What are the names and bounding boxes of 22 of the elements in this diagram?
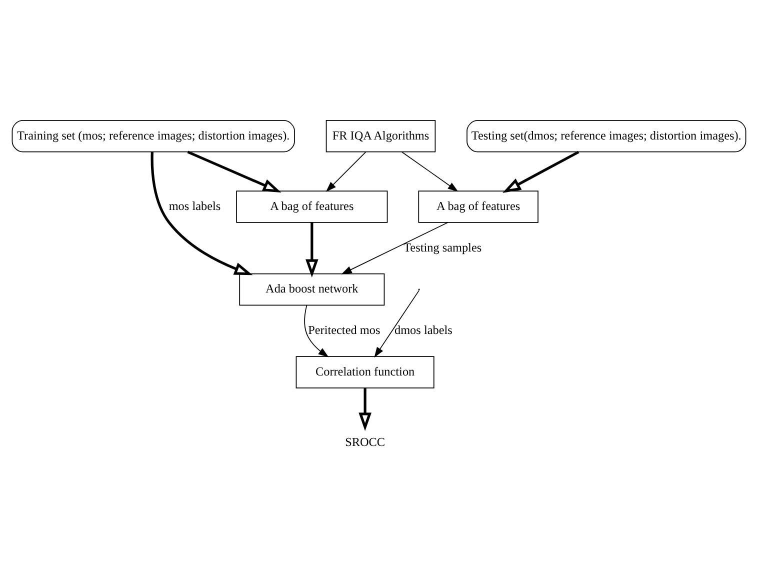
arrow — [304, 304, 329, 357]
arrow — [358, 388, 372, 431]
node-box: A bag of features — [236, 190, 388, 222]
node-box: Correlation function — [296, 356, 434, 388]
edge-label: mos labels — [168, 198, 221, 212]
node-text: SROCC — [345, 434, 386, 449]
arrow — [401, 151, 458, 192]
arrow — [341, 222, 448, 274]
edge-label: dmos labels — [394, 322, 452, 337]
node-box: A bag of features — [418, 190, 538, 222]
node-box: Testing set(dmos; reference images; distortion images). — [466, 120, 746, 152]
edge-label: Peritected mos — [308, 322, 380, 337]
node-box: Ada boost network — [239, 272, 385, 306]
arrow — [374, 290, 420, 358]
arrow — [326, 151, 366, 192]
node-box: FR IQA Algorithms — [326, 120, 436, 152]
arrow — [150, 151, 253, 275]
node-box: Training set (mos; reference images; distortion images). — [12, 120, 295, 152]
edge-label: Testing samples — [404, 240, 482, 254]
arrow — [502, 150, 580, 192]
arrow — [187, 150, 282, 192]
arrow — [306, 222, 318, 278]
